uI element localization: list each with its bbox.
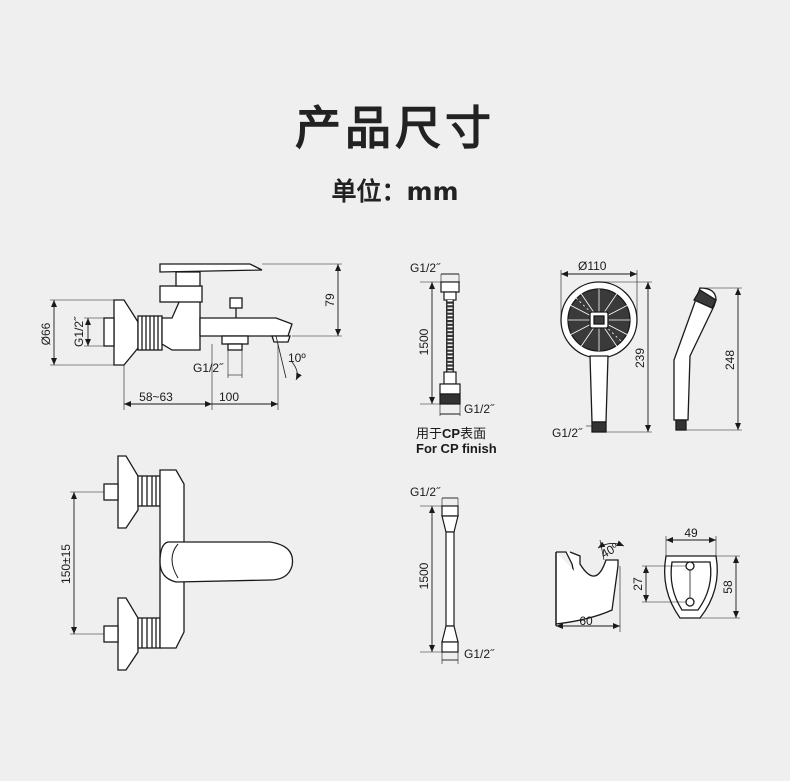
- dim-shower-height: 239: [633, 348, 647, 368]
- dim-spout-angle: 10º: [288, 351, 306, 365]
- dim-flange-diameter: Ø66: [39, 322, 53, 345]
- dim-hose2-top-thread: G1/2˝: [410, 485, 441, 499]
- dim-holder-depth: 60: [579, 614, 593, 628]
- dim-holder-hole: 27: [631, 577, 645, 591]
- dim-spout-length: 100: [219, 390, 239, 404]
- hand-shower-side: [673, 287, 742, 431]
- dim-faucet-height: 79: [323, 293, 337, 307]
- holder-side-view: [555, 539, 625, 632]
- page-title: 产品尺寸: [295, 101, 495, 155]
- faucet-front-view: [70, 455, 294, 671]
- dim-holder-height: 58: [721, 580, 735, 594]
- dim-shower-thread: G1/2˝: [552, 426, 583, 440]
- dim-hose2-length: 1500: [417, 562, 431, 589]
- dim-inlet-thread: G1/2˝: [72, 316, 86, 347]
- finish-note-en: For CP finish: [416, 441, 497, 456]
- hose-textured: [420, 273, 461, 416]
- dim-wall-offset: 58~63: [139, 390, 173, 404]
- dim-hose1-bottom-thread: G1/2˝: [464, 402, 495, 416]
- hose-plain: [420, 497, 459, 664]
- finish-note-cn: 用于CP表面: [416, 426, 486, 441]
- faucet-side-view: [50, 263, 342, 410]
- holder-front-view: [642, 536, 740, 619]
- dim-shower-diameter: Ø110: [578, 259, 607, 273]
- dim-hose2-bottom-thread: G1/2˝: [464, 647, 495, 661]
- dim-holder-angle: 40º: [598, 540, 621, 561]
- dim-spout-thread: G1/2˝: [193, 361, 224, 375]
- dim-shower-side-height: 248: [723, 350, 737, 370]
- unit-label: 单位：mm: [331, 177, 459, 206]
- dim-hose1-length: 1500: [417, 328, 431, 355]
- dim-hose1-top-thread: G1/2˝: [410, 261, 441, 275]
- hand-shower-front: [560, 270, 652, 433]
- dim-inlet-centers: 150±15: [59, 544, 73, 584]
- dim-holder-width: 49: [684, 526, 698, 540]
